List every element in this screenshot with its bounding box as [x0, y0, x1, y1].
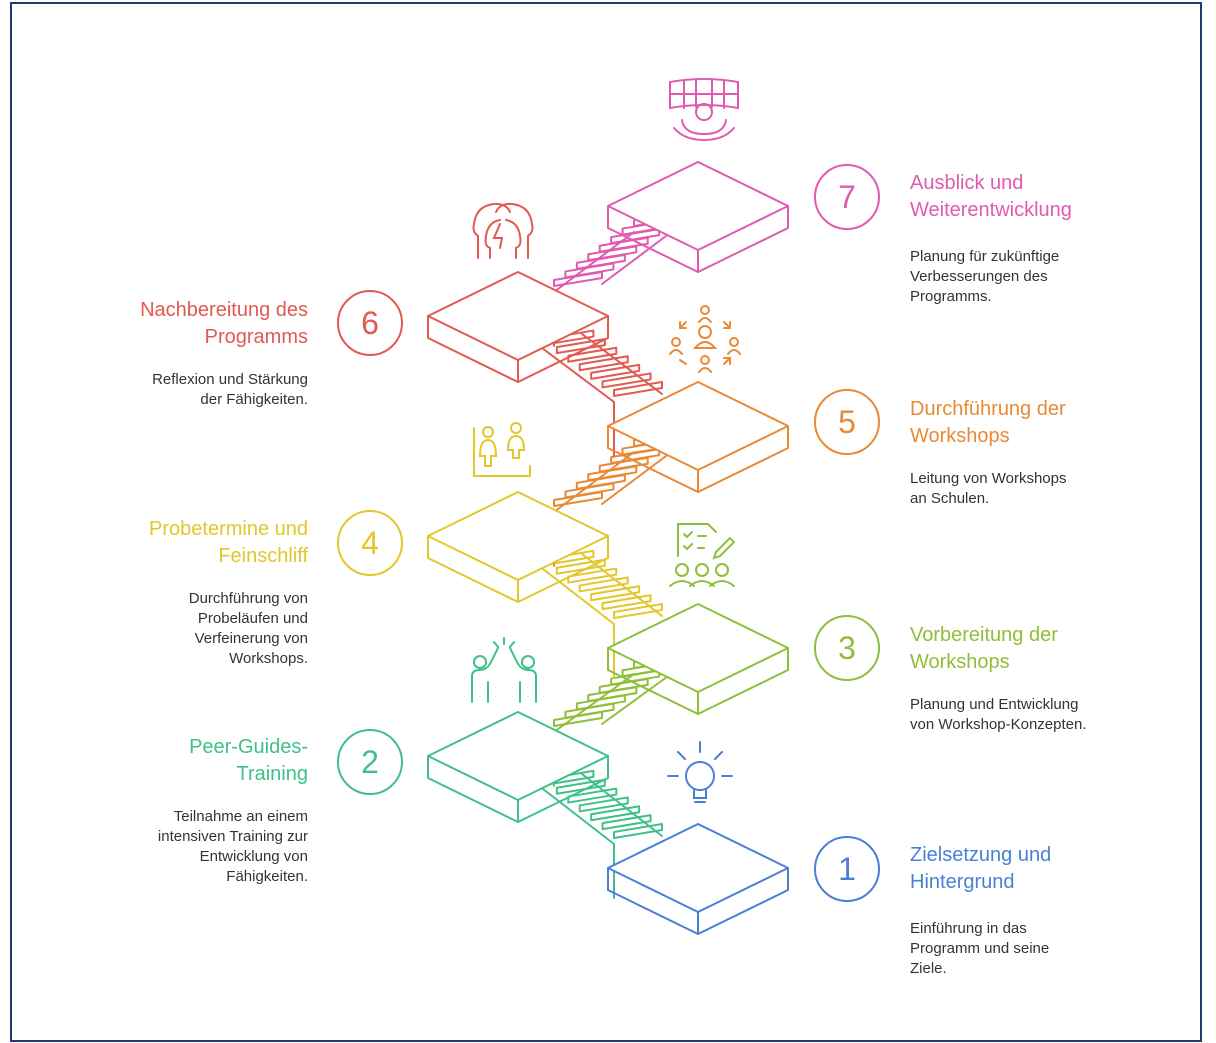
lightbulb-icon: [667, 741, 733, 803]
group-circle-icon: [669, 305, 741, 373]
step-3-number: 3: [814, 615, 880, 681]
platform-1-top: [607, 823, 789, 913]
reflection-heads-icon: [472, 202, 534, 259]
step-4-number: 4: [337, 510, 403, 576]
high-five-icon: [471, 637, 537, 703]
vision-person-icon: [669, 78, 739, 142]
checklist-team-icon: [669, 523, 736, 587]
step-2-number: 2: [337, 729, 403, 795]
step-2-title: Peer-Guides-Training: [189, 736, 308, 785]
step-6-number: 6: [337, 290, 403, 356]
step-1-number: 1: [814, 836, 880, 902]
step-5-number: 5: [814, 389, 880, 455]
rehearsal-people-icon: [473, 422, 531, 477]
step-7-number: 7: [814, 164, 880, 230]
diagram-frame: [10, 2, 1202, 1042]
